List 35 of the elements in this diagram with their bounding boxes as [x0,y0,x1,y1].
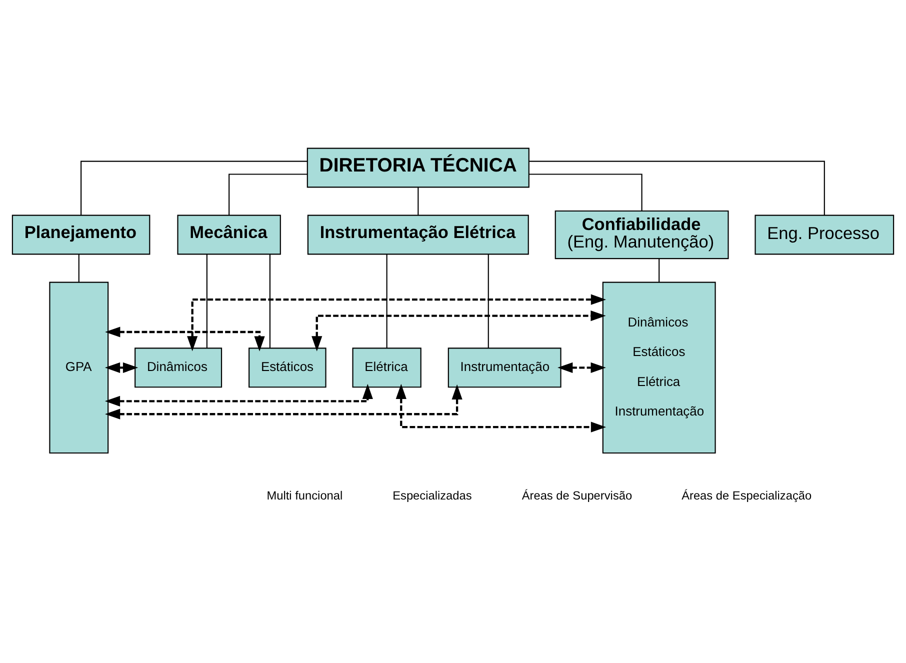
connector [206,254,208,348]
label: Multi funcional [266,488,343,502]
node-box: Dinâmicos [134,347,222,388]
node-box: Instrumentação Elétrica [307,214,529,254]
arrow [312,310,606,351]
connector [386,254,388,348]
arrow [104,383,373,406]
label: Especializadas [392,488,472,502]
arrow [104,384,462,419]
node-box: Planejamento [12,214,150,254]
label: Áreas de Supervisão [522,488,632,502]
connector [529,173,642,210]
node-box: GPA [49,281,109,454]
node-box: Confiabilidade (Eng. Manutenção) [554,210,729,259]
connector [658,258,660,282]
connector [418,187,419,214]
node-box: Instrumentação [448,347,562,388]
label: Áreas de Especialização [682,488,812,502]
connector [269,254,270,348]
node-box: Mecânica [177,214,281,254]
node-box: Elétrica [352,347,422,388]
arrow [187,294,606,351]
arrow [396,383,606,432]
arrow [104,362,138,372]
connector [80,160,308,215]
node-box: Dinâmicos Estáticos Elétrica Instrumentação [602,281,716,454]
node-box: Estáticos [248,347,326,388]
arrow [105,326,265,351]
connector [228,173,308,215]
node-box: DIRETORIA TÉCNICA [306,147,530,188]
connector [78,254,80,282]
connector [529,160,825,215]
connector [488,254,489,348]
arrow [558,362,606,372]
node-box: Eng. Processo [754,214,894,254]
